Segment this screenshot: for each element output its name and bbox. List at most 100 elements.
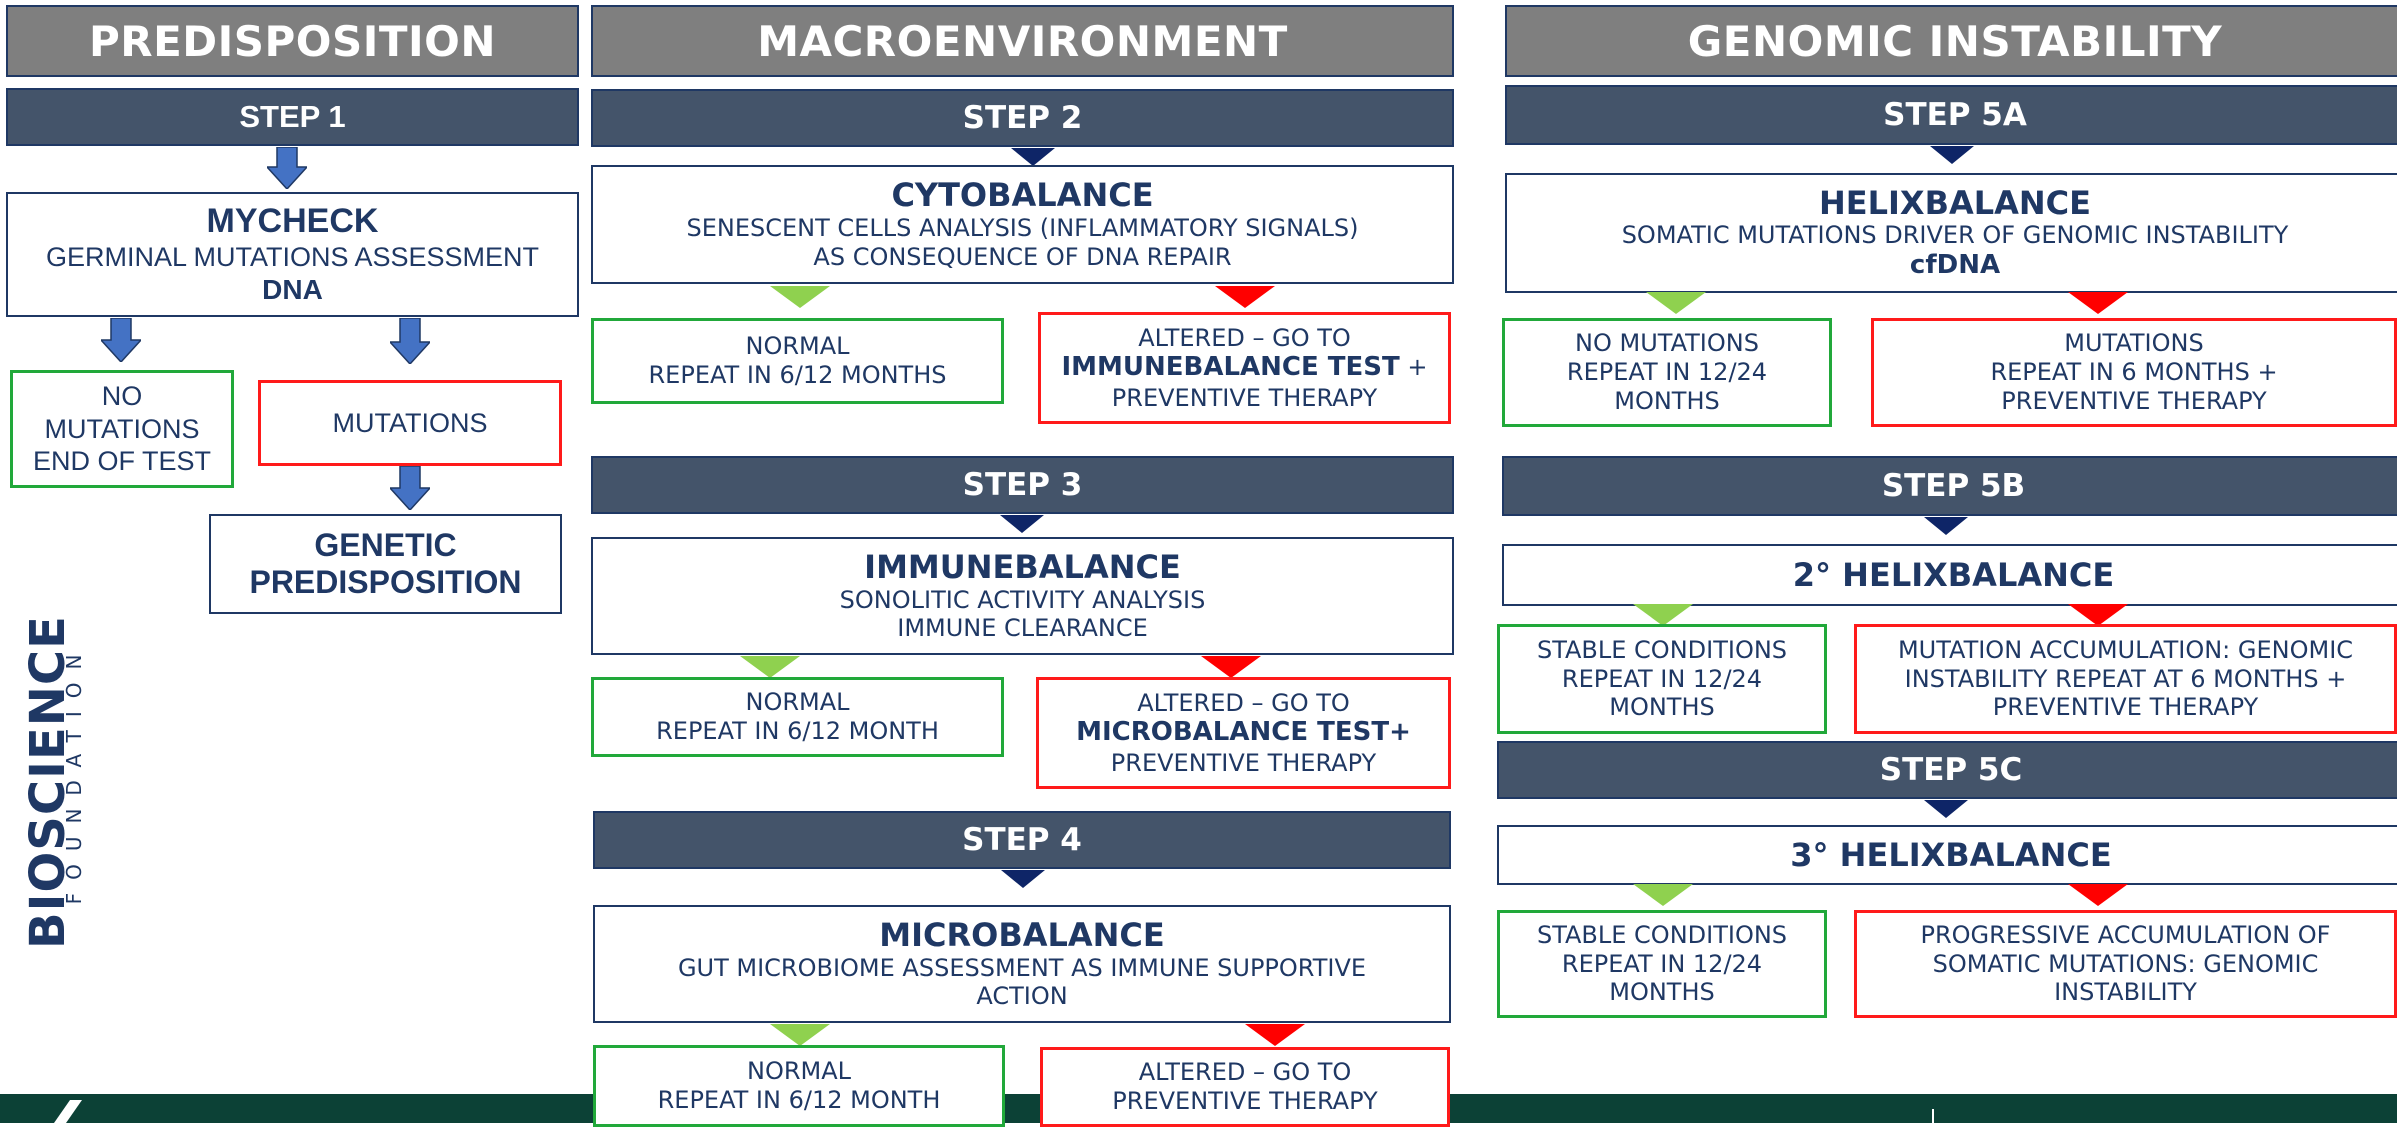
step5a-altered-line1: MUTATIONS (2064, 329, 2204, 358)
step4-normal-line2: REPEAT IN 6/12 MONTH (657, 1086, 941, 1114)
step1-mutations-box: MUTATIONS (258, 380, 562, 466)
bioscience-logo-tagline: FOUNDATION (62, 641, 86, 905)
step2-normal-line2: REPEAT IN 6/12 MONTHS (648, 361, 947, 389)
step5c-altered-box: PROGRESSIVE ACCUMULATION OF SOMATIC MUTA… (1854, 910, 2397, 1018)
step5a-normal-line2: REPEAT IN 12/24 (1566, 358, 1768, 387)
cytobalance-subtitle-2: AS CONSEQUENCE OF DNA REPAIR (813, 242, 1232, 271)
step2-down-arrow-icon (1011, 148, 1055, 166)
step5c-normal-line2: REPEAT IN 12/24 (1561, 949, 1763, 978)
mycheck-box: MYCHECK GERMINAL MUTATIONS ASSESSMENT DN… (6, 192, 579, 317)
step4-label: STEP 4 (593, 811, 1451, 869)
header-macroenvironment: MACROENVIRONMENT (591, 5, 1454, 77)
helixbalance-2-title: 2° HELIXBALANCE (1792, 555, 2115, 594)
microbalance-subtitle-2: ACTION (976, 982, 1068, 1011)
step2-altered-line1: ALTERED – GO TO (1138, 323, 1351, 352)
step5c-normal-line3: MONTHS (1609, 978, 1715, 1007)
step4-normal-line1: NORMAL (746, 1057, 851, 1086)
step5b-down-arrow-icon (1924, 517, 1968, 535)
step5b-label: STEP 5B (1502, 456, 2397, 516)
step5b-normal-box: STABLE CONDITIONS REPEAT IN 12/24 MONTHS (1497, 624, 1827, 734)
step3-altered-arrow-icon (1201, 656, 1261, 678)
microbalance-title: MICROBALANCE (879, 915, 1165, 954)
step5a-normal-line1: NO MUTATIONS (1575, 329, 1759, 358)
step5c-label: STEP 5C (1497, 741, 2397, 799)
step2-altered-plus: + (1399, 353, 1428, 382)
helixbalance-3-box: 3° HELIXBALANCE (1497, 825, 2397, 885)
genetic-predisposition-line2: PREDISPOSITION (249, 564, 522, 600)
step1-left-arrow-icon (101, 318, 141, 362)
step5b-altered-arrow-icon (2068, 604, 2128, 626)
step4-altered-arrow-icon (1245, 1024, 1305, 1046)
step3-altered-test: MICROBALANCE TEST+ (1076, 717, 1411, 748)
step3-normal-line2: REPEAT IN 6/12 MONTH (656, 717, 939, 745)
step5a-normal-line3: MONTHS (1614, 386, 1720, 415)
step3-normal-arrow-icon (740, 656, 800, 678)
step2-normal-line1: NORMAL (745, 332, 850, 361)
mycheck-sample: DNA (262, 274, 323, 306)
immunebalance-title: IMMUNEBALANCE (864, 547, 1181, 586)
header-genomic-instability: GENOMIC INSTABILITY (1505, 5, 2397, 77)
step3-normal-box: NORMAL REPEAT IN 6/12 MONTH (591, 677, 1004, 757)
step4-normal-box: NORMAL REPEAT IN 6/12 MONTH (593, 1045, 1005, 1127)
step5c-normal-line1: STABLE CONDITIONS (1536, 920, 1788, 949)
step5a-altered-line3: PREVENTIVE THERAPY (2001, 386, 2267, 415)
step5a-altered-box: MUTATIONS REPEAT IN 6 MONTHS + PREVENTIV… (1871, 318, 2397, 427)
step1-mutations-label: MUTATIONS (332, 407, 488, 438)
step1-no-mutations-box: NO MUTATIONS END OF TEST (10, 370, 234, 488)
step5a-normal-arrow-icon (1646, 292, 1706, 314)
cytobalance-subtitle-1: SENESCENT CELLS ANALYSIS (INFLAMMATORY S… (686, 214, 1359, 243)
cytobalance-box: CYTOBALANCE SENESCENT CELLS ANALYSIS (IN… (591, 165, 1454, 284)
microbalance-box: MICROBALANCE GUT MICROBIOME ASSESSMENT A… (593, 905, 1451, 1023)
mycheck-subtitle: GERMINAL MUTATIONS ASSESSMENT (45, 242, 540, 273)
step5c-altered-line3: INSTABILITY (2054, 978, 2197, 1007)
step3-altered-line1: ALTERED – GO TO (1137, 688, 1350, 717)
step1-label: STEP 1 (6, 88, 579, 146)
step5b-normal-arrow-icon (1633, 604, 1693, 626)
step5c-normal-box: STABLE CONDITIONS REPEAT IN 12/24 MONTHS (1497, 910, 1827, 1018)
step1-down-arrow-icon (267, 147, 307, 189)
step5a-normal-box: NO MUTATIONS REPEAT IN 12/24 MONTHS (1502, 318, 1832, 427)
mycheck-title: MYCHECK (206, 201, 379, 240)
step4-altered-line1: ALTERED – GO TO (1138, 1058, 1352, 1087)
helixbalance-title: HELIXBALANCE (1818, 183, 2092, 222)
step5b-altered-box: MUTATION ACCUMULATION: GENOMIC INSTABILI… (1854, 624, 2397, 734)
step1-right-arrow-icon (390, 318, 430, 364)
step5b-normal-line3: MONTHS (1609, 693, 1715, 722)
step2-altered-box: ALTERED – GO TO IMMUNEBALANCE TEST + PRE… (1038, 312, 1451, 424)
step3-altered-line2: MICROBALANCE TEST+ (1076, 717, 1411, 748)
step5c-normal-arrow-icon (1633, 884, 1693, 906)
immunebalance-subtitle-2: IMMUNE CLEARANCE (897, 614, 1148, 643)
step5c-altered-arrow-icon (2068, 884, 2128, 906)
step2-normal-arrow-icon (770, 286, 830, 308)
step5a-altered-line2: REPEAT IN 6 MONTHS + (1990, 358, 2278, 387)
microbalance-subtitle-1: GUT MICROBIOME ASSESSMENT AS IMMUNE SUPP… (677, 953, 1367, 982)
step3-altered-line3: PREVENTIVE THERAPY (1110, 748, 1377, 777)
step1-no-mutations-line3: END OF TEST (32, 446, 212, 477)
step5b-altered-line2: INSTABILITY REPEAT AT 6 MONTHS + (1904, 664, 2347, 693)
step5a-label: STEP 5A (1505, 85, 2397, 145)
bioscience-logo: BIOSCIENCE FOUNDATION (0, 604, 88, 949)
step1-no-mutations-line1: NO (101, 381, 143, 412)
step4-normal-arrow-icon (770, 1024, 830, 1046)
footer-logo-mark-icon (54, 1100, 82, 1123)
step2-altered-line3: PREVENTIVE THERAPY (1111, 383, 1378, 412)
step5b-altered-line3: PREVENTIVE THERAPY (1992, 693, 2259, 722)
helixbalance-3-title: 3° HELIXBALANCE (1790, 835, 2112, 874)
step2-altered-line2: IMMUNEBALANCE TEST + (1061, 352, 1427, 383)
footer-divider (1932, 1109, 1934, 1123)
step2-altered-arrow-icon (1215, 286, 1275, 308)
helixbalance-subtitle: SOMATIC MUTATIONS DRIVER OF GENOMIC INST… (1621, 221, 2289, 250)
genetic-predisposition-box: GENETIC PREDISPOSITION (209, 514, 562, 614)
step4-altered-box: ALTERED – GO TO PREVENTIVE THERAPY (1040, 1047, 1450, 1127)
step5c-altered-line1: PROGRESSIVE ACCUMULATION OF (1920, 920, 2331, 949)
step3-normal-line1: NORMAL (745, 688, 850, 717)
step2-altered-test: IMMUNEBALANCE TEST (1061, 352, 1400, 383)
helixbalance-2-box: 2° HELIXBALANCE (1502, 544, 2397, 606)
immunebalance-subtitle-1: SONOLITIC ACTIVITY ANALYSIS (839, 585, 1206, 614)
step5c-altered-line2: SOMATIC MUTATIONS: GENOMIC (1932, 949, 2319, 978)
header-predisposition: PREDISPOSITION (6, 5, 579, 77)
step1-mutations-arrow-icon (390, 466, 430, 510)
step5a-altered-arrow-icon (2068, 292, 2128, 314)
step2-normal-box: NORMAL REPEAT IN 6/12 MONTHS (591, 318, 1004, 404)
genetic-predisposition-line1: GENETIC (314, 527, 457, 564)
